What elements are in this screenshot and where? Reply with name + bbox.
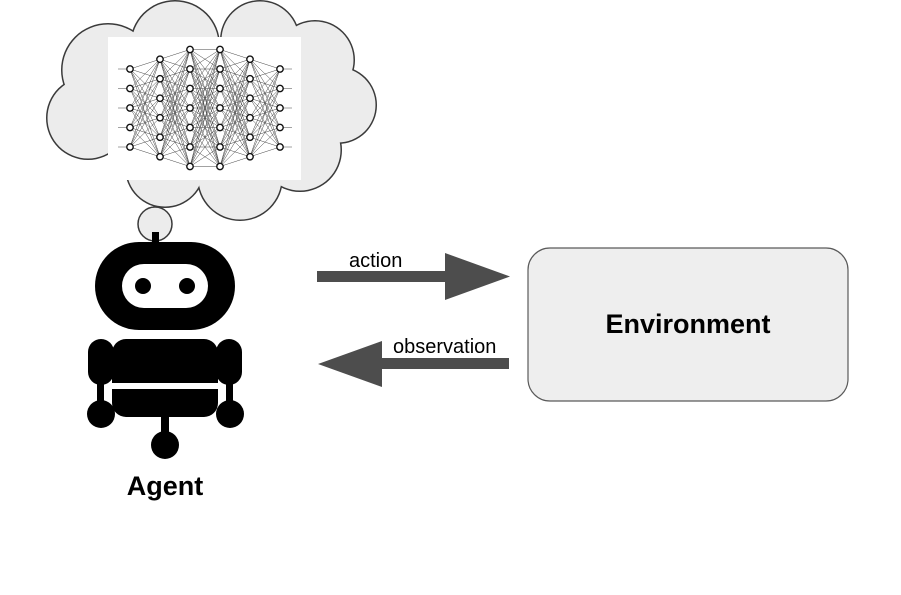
neural-network-node: [186, 65, 194, 73]
neural-network-node: [186, 104, 194, 112]
neural-network-node: [156, 55, 164, 64]
neural-network-node: [216, 45, 224, 54]
neural-network-node: [186, 84, 194, 93]
neural-network-node: [216, 65, 224, 73]
environment-box: [527, 247, 849, 402]
neural-network-node: [216, 104, 224, 112]
neural-network-node: [156, 94, 164, 103]
neural-network-node: [276, 143, 284, 151]
neural-network-node: [216, 84, 224, 93]
neural-network-node: [126, 123, 134, 132]
neural-network-node: [186, 45, 194, 54]
neural-network-node: [246, 55, 254, 64]
neural-network-node: [126, 65, 134, 73]
neural-network-node: [186, 123, 194, 132]
neural-network-node: [186, 143, 194, 151]
neural-network-node: [186, 162, 194, 171]
neural-network-node: [126, 104, 134, 112]
neural-network-node: [246, 94, 254, 103]
agent-label: Agent: [126, 471, 204, 501]
neural-network-node: [216, 143, 224, 151]
neural-network-node: [216, 123, 224, 132]
neural-network-node: [246, 74, 254, 83]
robot-agent-icon: [87, 232, 244, 459]
neural-network-node: [156, 152, 164, 161]
neural-network-node: [156, 74, 164, 83]
neural-network-node: [156, 113, 164, 122]
neural-network-node: [276, 84, 284, 93]
neural-network-node: [276, 65, 284, 73]
action-label: action: [349, 250, 403, 272]
observation-arrow: [318, 341, 509, 387]
neural-network-node: [276, 104, 284, 112]
observation-label: observation: [393, 336, 497, 358]
neural-network-node: [246, 152, 254, 161]
neural-network-node: [126, 143, 134, 151]
neural-network-node: [246, 133, 254, 142]
neural-network-node: [276, 123, 284, 132]
neural-network-node: [126, 84, 134, 93]
neural-network-node: [216, 162, 224, 171]
environment-label: Environment: [605, 309, 771, 339]
neural-network-node: [156, 133, 164, 142]
neural-network-connections: [118, 49, 292, 167]
neural-network-icon: [118, 45, 292, 171]
action-arrow: [317, 253, 510, 300]
neural-network-node: [246, 113, 254, 122]
